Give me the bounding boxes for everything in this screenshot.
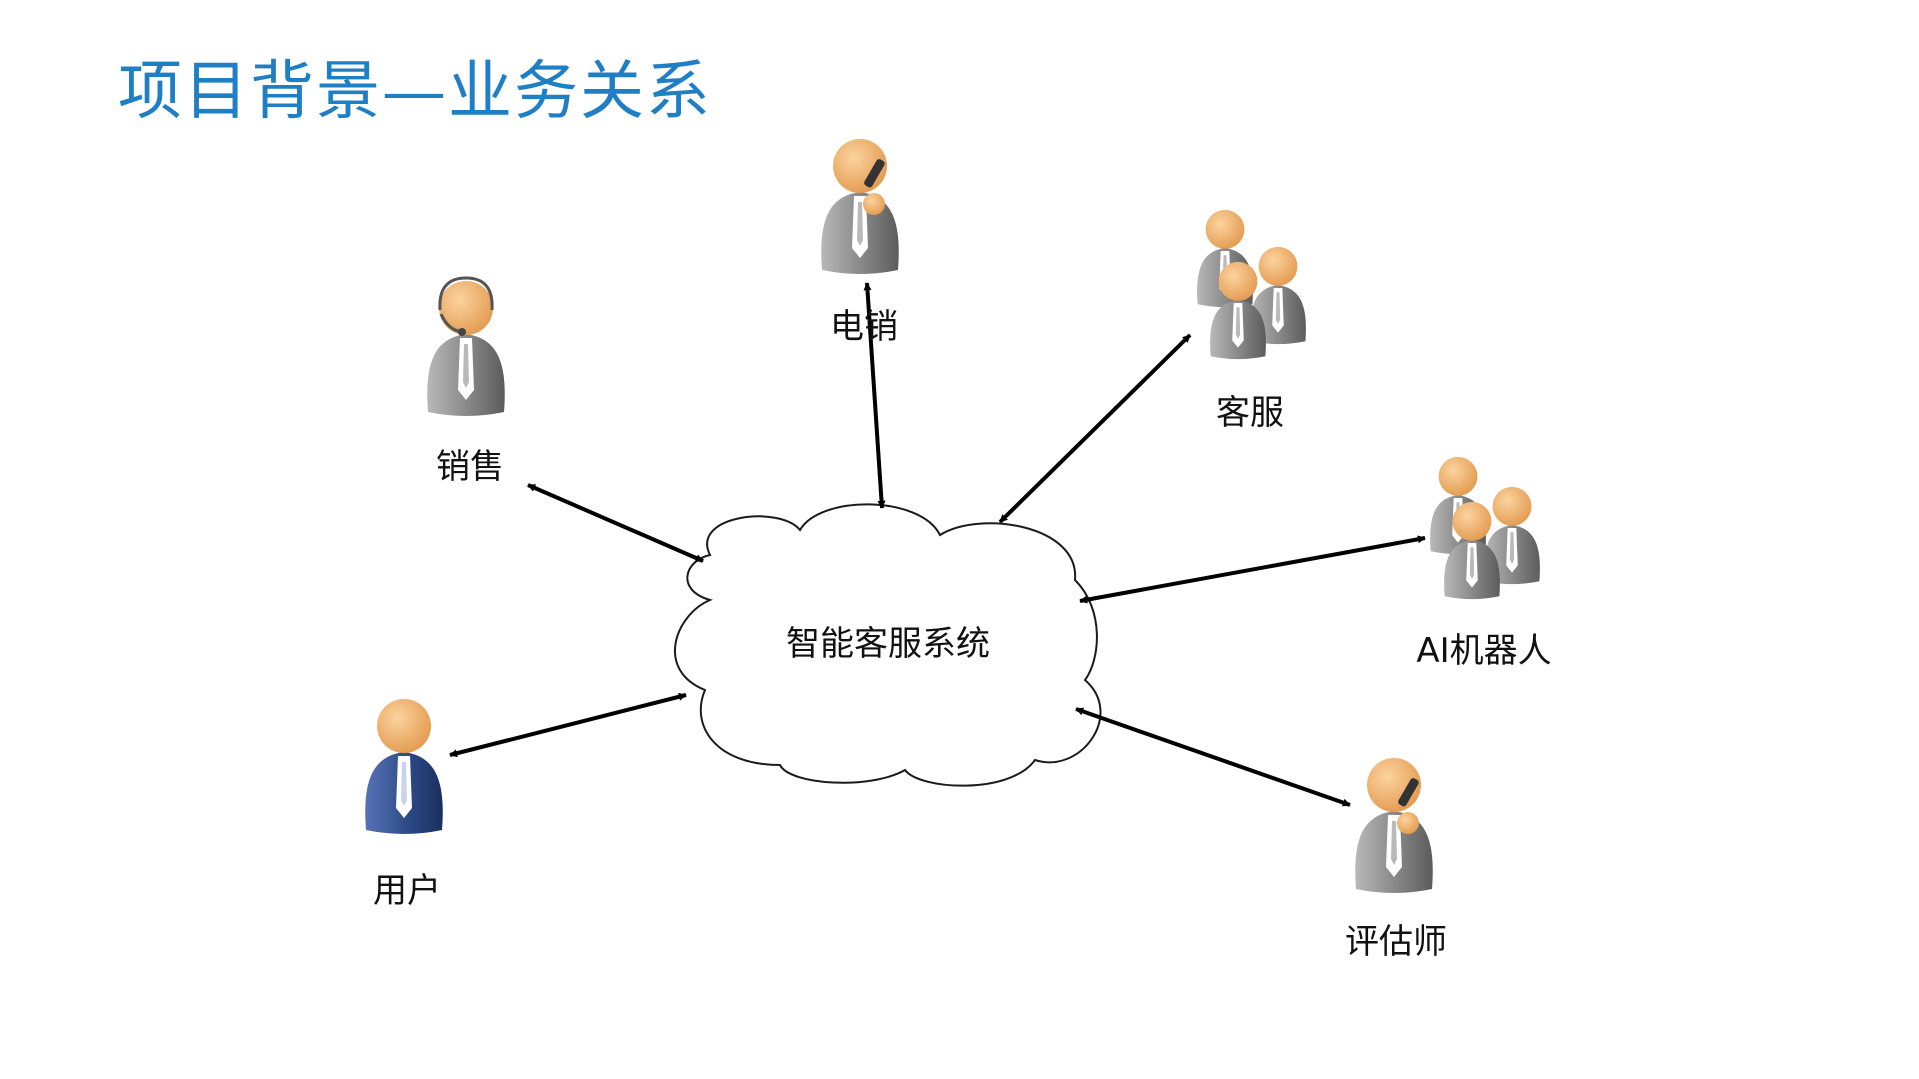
center-node: 智能客服系统 [674,503,1102,787]
node-label: 电销 [830,307,898,347]
phone-person-icon [821,139,899,274]
cloud-shape [674,503,1102,787]
edge-center-customer-service [998,333,1192,524]
user-person-icon [365,699,443,834]
node-label: 用户 [373,871,441,911]
center-label: 智能客服系统 [786,624,990,664]
edge-center-sales [527,483,704,563]
edge-center-telesales [863,282,886,509]
node-user: 用户 [365,699,443,911]
edge-center-user [449,692,687,758]
edge-center-appraiser [1075,707,1351,807]
node-label: 客服 [1216,393,1284,433]
headset-person-icon [427,276,505,416]
node-appraiser: 评估师 [1345,758,1447,962]
node-label: 评估师 [1345,922,1447,962]
person-group-icon [1197,209,1306,360]
node-customer-service: 客服 [1197,209,1306,433]
edges [449,282,1426,807]
node-ai-robot: AI机器人 [1416,456,1552,671]
page-title: 项目背景—业务关系 [118,55,712,129]
node-telesales: 电销 [821,139,899,347]
node-label: 销售 [436,447,504,487]
node-label: AI机器人 [1416,631,1551,671]
node-sales: 销售 [427,276,505,487]
phone-person-icon [1355,758,1433,893]
person-group-icon [1430,456,1540,600]
edge-center-ai-robot [1079,535,1426,604]
